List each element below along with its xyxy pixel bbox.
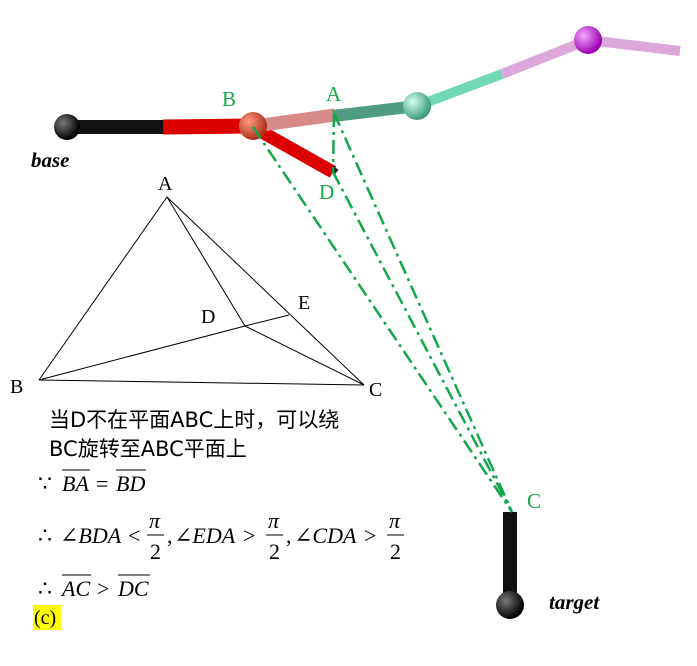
base-label: base	[31, 148, 70, 172]
line-a-d	[331, 112, 336, 173]
tri-label-b: B	[10, 376, 23, 398]
two-3: 2	[390, 539, 401, 564]
tri-label-e: E	[298, 292, 310, 314]
formula-because: ∵ BA = BD	[38, 469, 146, 496]
gt-symbol-2: >	[364, 523, 376, 548]
robot-label-a: A	[326, 82, 342, 106]
formula-angles: ∴ ∠BDA < π 2 , ∠EDA > π 2 , ∠CDA > π 2	[38, 508, 404, 564]
joint-magenta	[574, 26, 602, 54]
joint-teal	[403, 92, 431, 120]
lt-symbol: <	[128, 523, 140, 548]
caption-tag-bg	[33, 605, 61, 630]
explanation-line-1: 当D不在平面ABC上时，可以绕	[49, 408, 339, 432]
formula-therefore-ac-dc: ∴ AC > DC	[38, 574, 150, 601]
pi-3: π	[389, 508, 401, 533]
teal-link	[332, 100, 418, 122]
edge-d-c	[244, 325, 365, 386]
triangle-figure	[38, 196, 365, 386]
vec-ba: BA	[62, 471, 89, 496]
line-d-c	[331, 171, 514, 513]
pi-2: π	[268, 508, 280, 533]
vec-dc: DC	[117, 576, 149, 601]
gt-symbol-3: >	[97, 576, 109, 601]
joint-b	[239, 112, 267, 140]
robot-label-d: D	[319, 180, 334, 204]
because-symbol: ∵	[38, 471, 52, 496]
robot-label-b: B	[222, 87, 236, 111]
explanation-line-2: BC旋转至ABC平面上	[49, 437, 247, 461]
red-link	[162, 118, 254, 135]
edge-b-d	[38, 325, 246, 381]
pi-1: π	[149, 508, 161, 533]
vec-ac: AC	[60, 576, 90, 601]
angle-bda: ∠BDA	[60, 523, 122, 548]
two-1: 2	[150, 539, 161, 564]
line-b-c	[251, 126, 514, 513]
therefore-symbol-2: ∴	[38, 576, 52, 601]
therefore-symbol-1: ∴	[38, 523, 52, 548]
edge-d-e	[244, 314, 290, 327]
target-label: target	[549, 590, 600, 614]
tri-label-d: D	[201, 306, 215, 328]
target-joint	[496, 591, 524, 619]
edge-a-c	[166, 196, 365, 386]
comma-2: ,	[286, 523, 292, 548]
robot-label-c: C	[527, 489, 541, 513]
lilac-link-2	[587, 35, 681, 56]
lilac-link-1	[500, 35, 590, 79]
edge-a-d	[166, 196, 246, 327]
tri-label-c: C	[369, 379, 382, 401]
construction-lines	[251, 112, 514, 513]
pink-link	[254, 108, 336, 133]
robot-arm	[54, 26, 681, 619]
two-2: 2	[269, 539, 280, 564]
vec-bd: BD	[116, 471, 145, 496]
angle-cda: ∠CDA	[294, 523, 357, 548]
gt-symbol-1: >	[243, 523, 255, 548]
base-joint	[54, 114, 80, 140]
caption-tag: (c)	[34, 607, 56, 629]
eq-symbol: =	[96, 471, 108, 496]
edge-b-c	[38, 379, 365, 386]
tri-label-a: A	[158, 173, 173, 195]
edge-a-b	[38, 196, 168, 381]
line-a-c	[332, 112, 514, 513]
red-branch-link	[249, 121, 337, 178]
mint-link	[415, 69, 504, 111]
comma-1: ,	[167, 523, 173, 548]
angle-eda: ∠EDA	[174, 523, 236, 548]
